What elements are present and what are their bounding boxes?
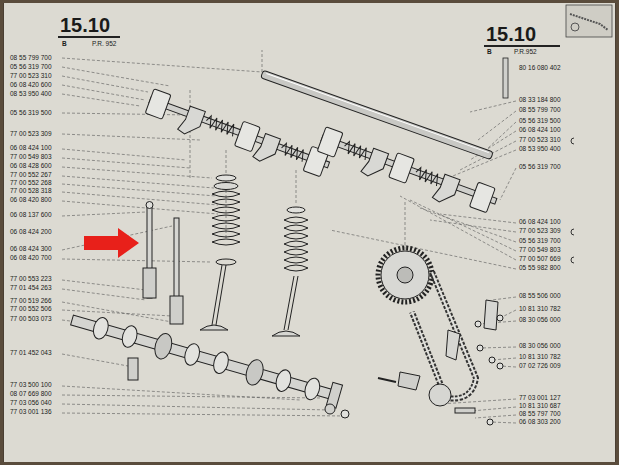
part-number: 77 00 523 309 [519,228,561,235]
part-number: 77 00 553 223 [10,276,52,283]
part-number: 05 56 319 500 [10,110,52,117]
page-heading: 15.10 [486,24,536,44]
part-number: 08 55 799 700 [10,55,52,62]
part-number: 77 03 056 040 [10,400,52,407]
timing-chain [412,272,476,399]
part-number: 77 00 519 266 [10,298,52,305]
part-number: 06 08 424 100 [10,145,52,152]
page-heading: P.R. 952 [92,41,116,48]
part-number: 77 03 001 136 [10,409,52,416]
highlight-arrow [84,228,139,258]
part-number: 77 00 523 309 [10,131,52,138]
part-number: 77 00 552 267 [10,172,52,179]
page-heading: B [487,49,492,56]
part-number: 06 08 420 700 [10,255,52,262]
part-number: 77 00 528 318 [10,188,52,195]
part-number: 10 81 310 782 [519,354,561,361]
part-number: 77 03 500 100 [10,382,52,389]
page-ground [4,2,615,462]
part-number: 08 55 797 700 [519,411,561,418]
part-number: 77 01 452 043 [10,350,52,357]
part-number: 05 56 319 500 [519,118,561,125]
pushrods [143,202,183,325]
thumbnail [566,5,612,37]
part-number: 08 33 184 800 [519,97,561,104]
stud [503,58,508,98]
rocker-assembly [315,127,500,220]
part-number: 08 30 056 000 [519,343,561,350]
page-heading: P.R.952 [514,49,537,56]
part-number: 08 30 056 000 [519,317,561,324]
part-number: 05 56 319 700 [519,238,561,245]
rocker-assembly [143,89,332,184]
part-number: 80 16 080 402 [519,65,561,72]
part-number: 07 02 726 009 [519,363,561,370]
leader-lines [62,50,516,423]
part-number: 77 00 552 506 [10,306,52,313]
header-rule [484,45,560,47]
part-number: 05 56 319 700 [10,64,52,71]
part-number: 06 08 428 600 [10,163,52,170]
part-number: 06 08 420 800 [10,197,52,204]
part-number: 77 03 001 127 [519,395,561,402]
part-number: 06 08 424 100 [519,219,561,226]
part-number: 06 08 424 200 [10,229,52,236]
part-number: 08 07 669 800 [10,391,52,398]
rocker-shaft [261,70,494,159]
part-number: 77 00 549 803 [10,154,52,161]
part-number: 77 00 549 803 [519,247,561,254]
symbol-marks [571,138,574,263]
part-number: 06 08 420 600 [10,82,52,89]
timing-gear [378,248,432,302]
part-number: 08 55 506 000 [519,293,561,300]
part-number: 77 00 523 310 [10,73,52,80]
part-number: 08 53 950 400 [519,146,561,153]
part-number: 77 00 523 310 [519,137,561,144]
part-number: 77 00 507 669 [519,256,561,263]
chain-parts [378,300,503,425]
part-number: 06 08 424 100 [519,127,561,134]
timing-chain [412,272,476,399]
drive-gear [128,358,349,418]
valve-springs [200,175,308,336]
part-number: 08 55 799 700 [519,107,561,114]
part-number: 06 08 424 300 [10,246,52,253]
part-number: 77 00 503 073 [10,316,52,323]
part-number: 06 08 303 200 [519,419,561,426]
part-number: 05 56 319 700 [519,164,561,171]
part-number: 10 81 310 687 [519,403,561,410]
header-rule [58,36,120,38]
part-number: 05 55 982 800 [519,265,561,272]
part-number: 08 53 950 400 [10,91,52,98]
part-number: 10 81 310 782 [519,306,561,313]
page-heading: 15.10 [60,15,110,35]
part-number: 77 01 454 263 [10,285,52,292]
part-number: 77 00 552 268 [10,180,52,187]
part-number: 06 08 137 600 [10,212,52,219]
page-heading: B [62,41,67,48]
camshaft [68,308,342,410]
